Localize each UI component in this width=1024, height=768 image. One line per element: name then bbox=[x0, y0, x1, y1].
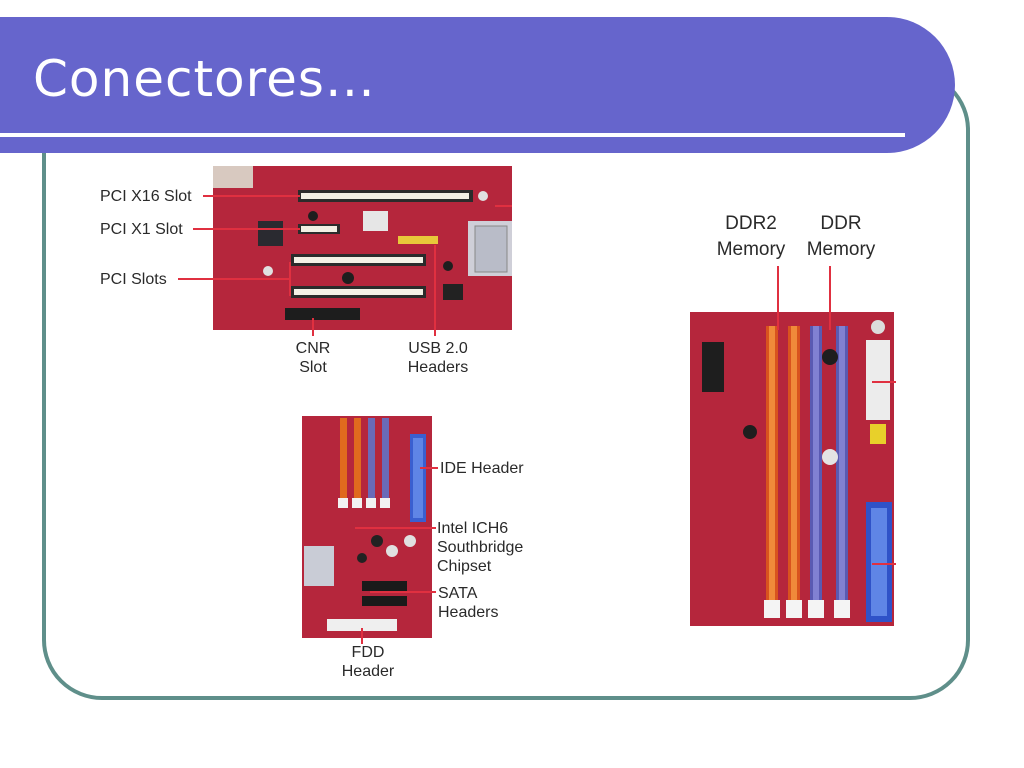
label-pci-x16-slot: PCI X16 Slot bbox=[100, 188, 192, 205]
label-sata-headers: SATA Headers bbox=[438, 584, 498, 622]
label-pci-slots: PCI Slots bbox=[100, 271, 167, 288]
label-usb-line1: USB 2.0 bbox=[408, 340, 468, 357]
label-ddr2-line2: Memory bbox=[716, 239, 786, 260]
label-usb-headers: USB 2.0 Headers bbox=[395, 339, 481, 377]
label-ddr-memory: DDR Memory bbox=[798, 211, 884, 263]
label-cnr-line2: Slot bbox=[299, 359, 327, 376]
label-ich6-line2: Southbridge bbox=[437, 539, 524, 556]
motherboard-pci-image bbox=[213, 166, 512, 330]
label-sata-line2: Headers bbox=[438, 604, 499, 621]
label-pci-x1-slot: PCI X1 Slot bbox=[100, 221, 183, 238]
label-usb-line2: Headers bbox=[407, 359, 469, 376]
label-cnr-slot: CNR Slot bbox=[283, 339, 343, 377]
motherboard-memory-image bbox=[690, 312, 894, 626]
title-bar bbox=[0, 17, 955, 153]
label-cnr-line1: CNR bbox=[295, 340, 331, 357]
label-fdd-line1: FDD bbox=[351, 644, 385, 661]
label-ddr-line2: Memory bbox=[806, 239, 876, 260]
label-ide-header: IDE Header bbox=[440, 460, 524, 477]
label-ddr2-line1: DDR2 bbox=[725, 213, 777, 234]
label-fdd-line2: Header bbox=[341, 663, 395, 680]
label-ich6-line1: Intel ICH6 bbox=[437, 520, 509, 537]
label-ddr2-memory: DDR2 Memory bbox=[708, 211, 794, 263]
label-ich6-line3: Chipset bbox=[437, 558, 492, 575]
label-ich6-chipset: Intel ICH6 Southbridge Chipset bbox=[437, 519, 523, 576]
slide-title: Conectores… bbox=[33, 50, 376, 108]
label-fdd-header: FDD Header bbox=[330, 643, 406, 681]
title-underline bbox=[0, 133, 905, 137]
label-ddr-line1: DDR bbox=[820, 213, 862, 234]
label-sata-line1: SATA bbox=[438, 585, 478, 602]
